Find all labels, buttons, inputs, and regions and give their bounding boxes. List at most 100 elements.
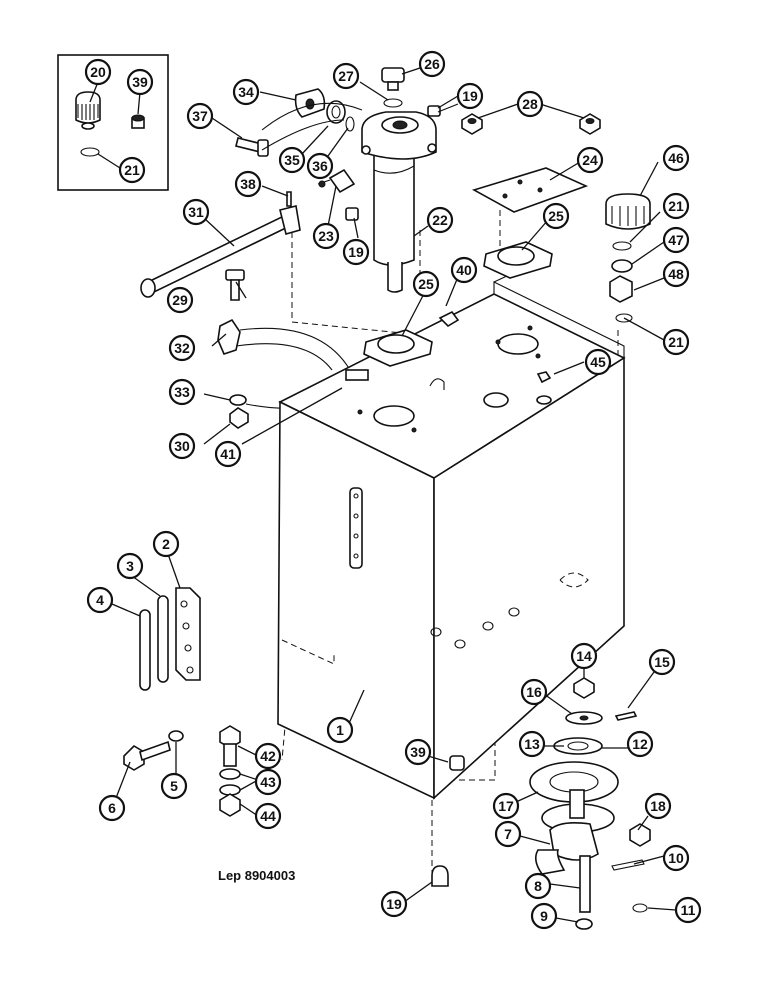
callout-28: 28 — [516, 90, 544, 118]
leader-lines — [89, 67, 677, 923]
callout-5: 5 — [160, 772, 188, 800]
svg-text:20: 20 — [90, 64, 106, 80]
breather-assembly — [605, 193, 651, 323]
svg-text:5: 5 — [170, 778, 178, 794]
svg-text:19: 19 — [462, 88, 478, 104]
callout-47: 47 — [662, 226, 690, 254]
svg-text:37: 37 — [192, 108, 208, 124]
cover-plate — [461, 113, 601, 213]
callout-24: 24 — [576, 146, 604, 174]
callout-33: 33 — [168, 378, 196, 406]
svg-text:24: 24 — [582, 152, 598, 168]
filter-housing — [235, 67, 459, 293]
flanges — [363, 241, 553, 384]
svg-text:12: 12 — [632, 736, 648, 752]
svg-text:11: 11 — [681, 902, 696, 918]
bolt-washer — [123, 730, 184, 771]
svg-text:13: 13 — [524, 736, 540, 752]
pipe-assembly — [140, 205, 301, 301]
callout-4: 4 — [86, 586, 114, 614]
svg-text:42: 42 — [260, 748, 276, 764]
drawing-reference: Lep 8904003 — [218, 868, 295, 883]
callout-46: 46 — [662, 144, 690, 172]
svg-text:18: 18 — [650, 798, 666, 814]
callout-15: 15 — [648, 648, 676, 676]
callout-19: 19 — [456, 82, 484, 110]
svg-text:16: 16 — [526, 684, 542, 700]
svg-text:3: 3 — [126, 558, 134, 574]
callout-39b: 39 — [404, 738, 432, 766]
callout-42: 42 — [254, 742, 282, 770]
svg-text:10: 10 — [668, 850, 684, 866]
callout-41: 41 — [214, 440, 242, 468]
callout-35: 35 — [278, 146, 306, 174]
svg-text:14: 14 — [576, 648, 592, 664]
svg-text:9: 9 — [540, 908, 548, 924]
svg-text:41: 41 — [220, 446, 236, 462]
svg-text:36: 36 — [312, 158, 328, 174]
callout-39: 39 — [126, 68, 154, 96]
callout-44: 44 — [254, 802, 282, 830]
inset-detail — [57, 54, 169, 191]
svg-text:19: 19 — [386, 896, 402, 912]
svg-text:26: 26 — [424, 56, 440, 72]
svg-text:32: 32 — [174, 340, 190, 356]
callout-30: 30 — [168, 432, 196, 460]
callout-8: 8 — [524, 872, 552, 900]
svg-text:43: 43 — [260, 774, 276, 790]
callout-14: 14 — [570, 642, 598, 670]
svg-text:35: 35 — [284, 152, 300, 168]
callout-19c: 19 — [380, 890, 408, 918]
callout-10: 10 — [662, 844, 690, 872]
callout-2: 2 — [152, 530, 180, 558]
svg-text:17: 17 — [498, 798, 514, 814]
callout-32: 32 — [168, 334, 196, 362]
svg-text:25: 25 — [548, 208, 564, 224]
callout-34: 34 — [232, 78, 260, 106]
callout-45: 45 — [584, 348, 612, 376]
svg-text:38: 38 — [240, 176, 256, 192]
callout-29: 29 — [166, 286, 194, 314]
callout-1: 1 — [326, 716, 354, 744]
svg-text:19: 19 — [348, 244, 364, 260]
callout-43: 43 — [254, 768, 282, 796]
callout-6: 6 — [98, 794, 126, 822]
svg-text:33: 33 — [174, 384, 190, 400]
svg-text:34: 34 — [238, 84, 254, 100]
svg-text:8: 8 — [534, 878, 542, 894]
clamp-assembly — [217, 318, 351, 429]
svg-text:47: 47 — [668, 232, 684, 248]
callout-16: 16 — [520, 678, 548, 706]
callout-48: 48 — [662, 260, 690, 288]
svg-text:7: 7 — [504, 826, 512, 842]
svg-text:45: 45 — [590, 354, 606, 370]
svg-text:21: 21 — [668, 334, 684, 350]
svg-text:22: 22 — [432, 212, 448, 228]
svg-text:25: 25 — [418, 276, 434, 292]
svg-text:39: 39 — [410, 744, 426, 760]
callout-31: 31 — [182, 198, 210, 226]
svg-text:48: 48 — [668, 266, 684, 282]
callouts: 20 39 21 34 27 26 19 28 37 35 36 24 46 3… — [84, 50, 702, 930]
svg-text:21: 21 — [124, 162, 140, 178]
callout-22: 22 — [426, 206, 454, 234]
hydraulic-tank — [277, 267, 626, 800]
svg-text:30: 30 — [174, 438, 190, 454]
svg-text:6: 6 — [108, 800, 116, 816]
callout-21c: 21 — [662, 328, 690, 356]
callout-21b: 21 — [662, 192, 690, 220]
callout-25b: 25 — [412, 270, 440, 298]
callout-7: 7 — [494, 820, 522, 848]
svg-text:4: 4 — [96, 592, 104, 608]
svg-text:28: 28 — [522, 96, 538, 112]
sight-gauge — [139, 587, 201, 691]
callout-20: 20 — [84, 58, 112, 86]
svg-text:23: 23 — [318, 228, 334, 244]
svg-text:15: 15 — [654, 654, 670, 670]
callout-17: 17 — [492, 792, 520, 820]
svg-text:27: 27 — [338, 68, 354, 84]
callout-18: 18 — [644, 792, 672, 820]
callout-25: 25 — [542, 202, 570, 230]
callout-11: 11 — [674, 896, 702, 924]
suction-assembly — [529, 677, 651, 930]
